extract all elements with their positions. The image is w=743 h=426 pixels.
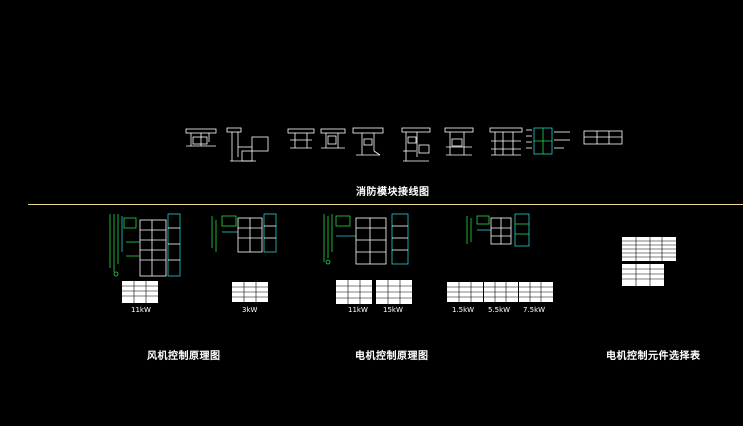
fan-table-11kw	[122, 281, 158, 303]
fire-module-diagram-3	[287, 128, 315, 149]
motor-selection-caption: 电机控制元件选择表	[606, 351, 701, 362]
fire-module-diagram-4	[320, 128, 346, 149]
motor-table-1-5kw	[447, 282, 483, 302]
fire-module-diagram-7	[444, 127, 474, 156]
motor-table-15kw	[376, 280, 412, 304]
label-motor-7-5kw: 7.5kW	[523, 306, 546, 314]
fire-module-diagram-2	[226, 127, 269, 162]
motor-control-caption: 电机控制原理图	[355, 351, 429, 362]
fan-control-caption: 风机控制原理图	[147, 351, 221, 362]
fan-schematic-11kw	[109, 213, 181, 277]
label-motor-11kw: 11kW	[348, 306, 368, 314]
label-motor-15kw: 15kW	[383, 306, 403, 314]
label-fan-11kw: 11kW	[131, 306, 151, 314]
label-motor-1-5kw: 1.5kW	[452, 306, 475, 314]
motor-table-7-5kw	[519, 282, 553, 302]
fire-module-diagram-10	[583, 130, 623, 145]
fire-module-diagram-1	[185, 128, 217, 147]
fan-schematic-3kw	[211, 213, 277, 253]
motor-table-5-5kw	[484, 282, 518, 302]
section-divider	[28, 204, 743, 205]
fire-module-diagram-6	[401, 127, 431, 162]
fan-table-3kw	[232, 282, 268, 302]
selection-table-upper	[622, 237, 676, 261]
fire-module-caption: 消防模块接线图	[356, 187, 430, 198]
motor-table-11kw	[336, 280, 372, 304]
fire-module-diagram-8	[489, 127, 523, 156]
motor-schematic-11kw	[323, 213, 409, 265]
motor-schematic-1-5kw	[466, 213, 530, 247]
fire-module-diagram-9	[526, 127, 570, 155]
label-fan-3kw: 3kW	[242, 306, 258, 314]
fire-module-diagram-5	[352, 127, 384, 156]
label-motor-5-5kw: 5.5kW	[488, 306, 511, 314]
selection-table-lower	[622, 264, 664, 286]
